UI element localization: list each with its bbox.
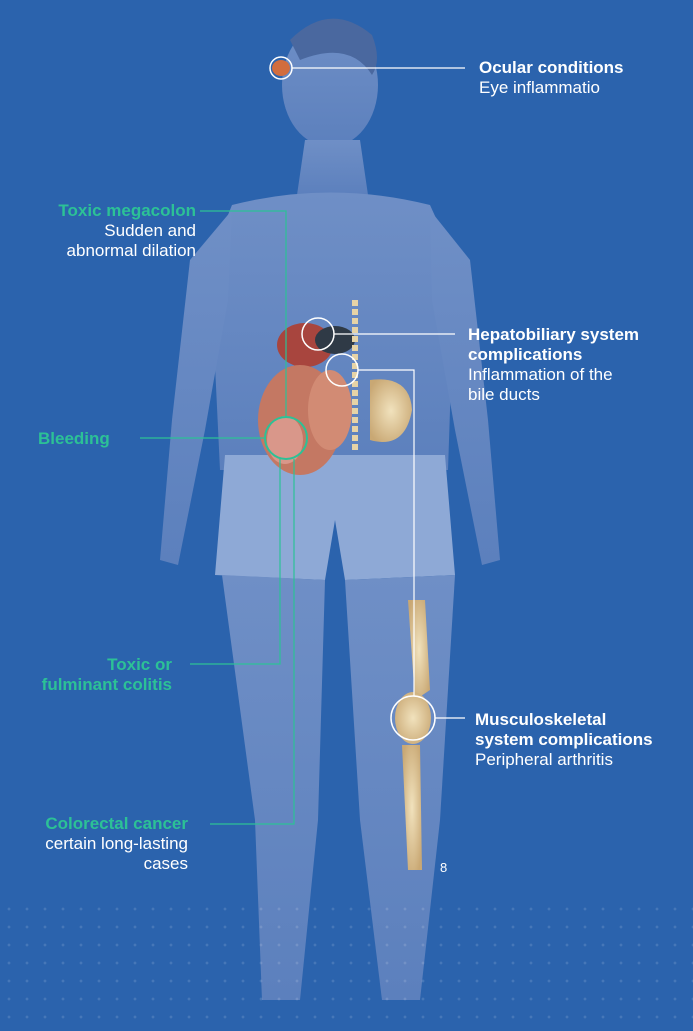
shorts-shape — [215, 455, 455, 580]
toxic-colitis-title-2: fulminant colitis — [42, 675, 172, 695]
toxic-colitis-title-1: Toxic or — [42, 655, 172, 675]
colorectal-sub-2: cases — [45, 854, 188, 874]
toxic-megacolon-sub-1: Sudden and — [58, 221, 196, 241]
ocular-subtitle: Eye inflammatio — [479, 78, 624, 98]
hepatobiliary-title-1: Hepatobiliary system — [468, 325, 639, 345]
hepatobiliary-sub-2: bile ducts — [468, 385, 639, 405]
hepatobiliary-sub-1: Inflammation of the — [468, 365, 639, 385]
colorectal-sub-1: certain long-lasting — [45, 834, 188, 854]
musculoskeletal-sub: Peripheral arthritis — [475, 750, 653, 770]
toxic-megacolon-title: Toxic megacolon — [58, 201, 196, 221]
colorectal-label: Colorectal cancer certain long-lasting c… — [45, 814, 188, 874]
toxic-megacolon-sub-2: abnormal dilation — [58, 241, 196, 261]
bleeding-label: Bleeding — [38, 429, 110, 449]
toxic-colitis-label: Toxic or fulminant colitis — [42, 655, 172, 695]
bleeding-title: Bleeding — [38, 429, 110, 449]
hepatobiliary-label: Hepatobiliary system complications Infla… — [468, 325, 639, 405]
colorectal-title: Colorectal cancer — [45, 814, 188, 834]
musculoskeletal-title-1: Musculoskeletal — [475, 710, 653, 730]
toxic-megacolon-label: Toxic megacolon Sudden and abnormal dila… — [58, 201, 196, 261]
musculoskeletal-title-2: system complications — [475, 730, 653, 750]
neck-shape — [297, 140, 368, 195]
page-number: 8 — [440, 860, 447, 875]
ocular-title: Ocular conditions — [479, 58, 624, 78]
ocular-label: Ocular conditions Eye inflammatio — [479, 58, 624, 98]
dot-pattern — [0, 900, 693, 1031]
hepatobiliary-title-2: complications — [468, 345, 639, 365]
eye-detail — [272, 60, 290, 76]
musculoskeletal-label: Musculoskeletal system complications Per… — [475, 710, 653, 770]
